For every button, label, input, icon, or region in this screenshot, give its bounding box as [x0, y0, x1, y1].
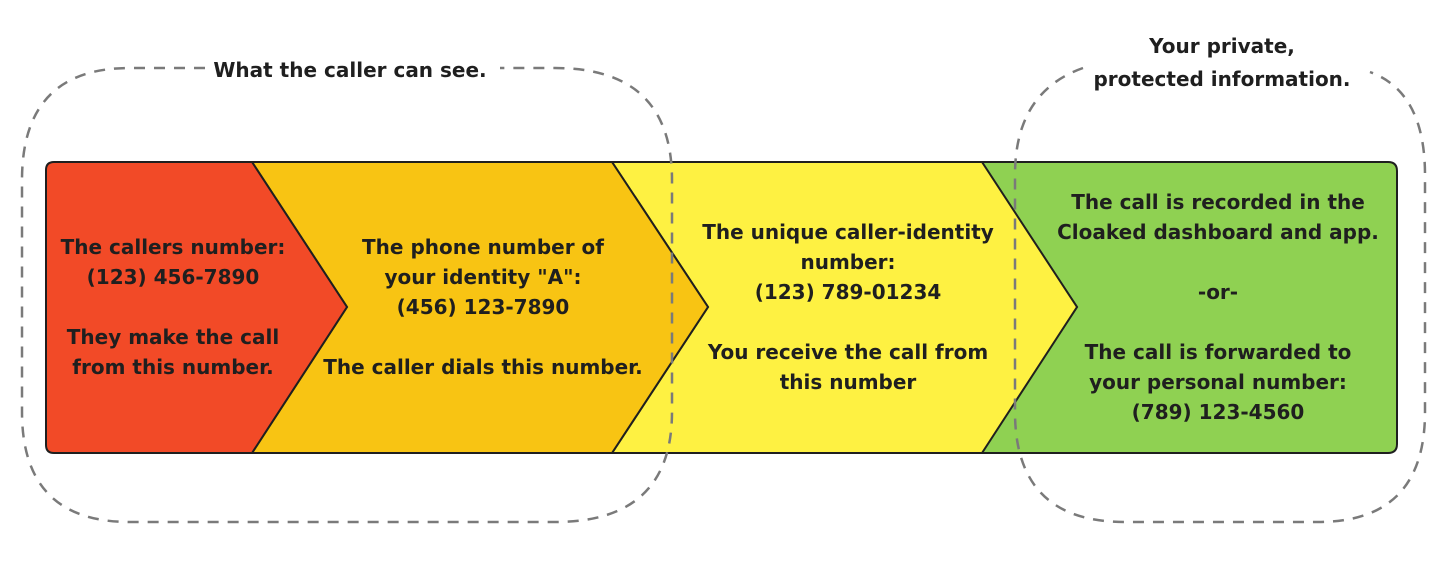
step-text-line: You receive the call from [707, 340, 988, 364]
step-recorded-or-forwarded-shape [978, 161, 1398, 454]
step-caller-number-text: The callers number: (123) 456-7890 They m… [61, 235, 286, 379]
private-info-label-line-1: Your private, [1148, 34, 1295, 58]
step-caller-number-shape [45, 161, 349, 454]
step-text-line: The callers number: [61, 235, 286, 259]
step-text-line: They make the call [67, 325, 279, 349]
step-text-line: (456) 123-7890 [397, 295, 570, 319]
step-identity-number-text: The phone number of your identity "A": (45… [323, 235, 643, 379]
step-text-line: (123) 456-7890 [87, 265, 260, 289]
step-text-line: your identity "A": [384, 265, 581, 289]
step-text-line: this number [780, 370, 917, 394]
caller-view-region-border [20, 66, 674, 524]
step-text-line: The call is forwarded to [1085, 340, 1352, 364]
step-text-line: your personal number: [1089, 370, 1347, 394]
step-text-line [1215, 250, 1222, 274]
step-text-line [845, 310, 852, 334]
step-text-line: The unique caller-identity [702, 220, 994, 244]
step-text-line: (123) 789-01234 [755, 280, 942, 304]
step-text-line [170, 295, 177, 319]
step-text-line: The phone number of [362, 235, 604, 259]
step-text-line: from this number. [72, 355, 273, 379]
step-text-line: Cloaked dashboard and app. [1057, 220, 1379, 244]
step-text-line: The caller dials this number. [323, 355, 643, 379]
step-text-line: -or- [1198, 280, 1238, 304]
step-caller-identity-number-text: The unique caller-identity number: (123) 7… [702, 220, 994, 394]
private-info-label-line-2: protected information. [1093, 67, 1350, 91]
step-text-line [1215, 310, 1222, 334]
step-text-line [480, 325, 487, 349]
step-text-line: (789) 123-4560 [1132, 400, 1305, 424]
step-text-line: The call is recorded in the [1071, 190, 1365, 214]
caller-view-label: What the caller can see. [213, 58, 486, 82]
step-text-line: number: [800, 250, 895, 274]
private-info-region-border [1013, 66, 1427, 524]
